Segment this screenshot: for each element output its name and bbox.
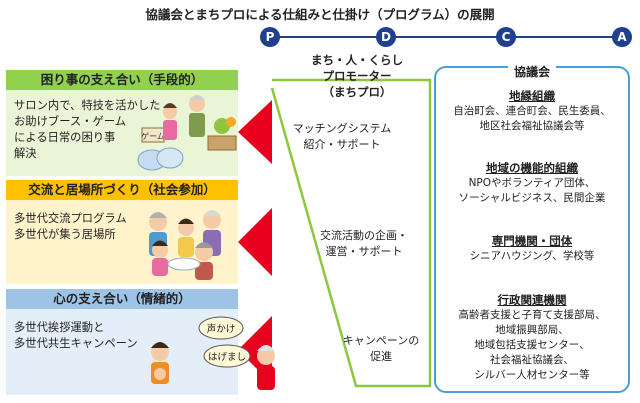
red-arrow-2 xyxy=(238,208,272,276)
illustration-help-booth: ゲーム xyxy=(137,95,237,171)
council-title: 協議会 xyxy=(434,63,630,80)
illustration-multigeneration-group xyxy=(149,210,221,280)
council-group-functional-text: NPOやボランティア団体、 ソーシャルビジネス、民間企業 xyxy=(458,177,606,204)
band-emotional-text: 多世代挨拶運動と 多世代共生キャンペーン xyxy=(14,321,138,350)
promoter-title: まち・人・くらし プロモーター （まちプロ） xyxy=(311,53,403,99)
bubble-encourage-label: はげまし xyxy=(208,352,246,363)
promoter-role-matching: マッチングシステム 紹介・サポート xyxy=(292,122,392,151)
band-emotional-body xyxy=(6,309,238,395)
council-group-specialist-text: シニアハウジング、学校等 xyxy=(469,250,595,262)
illustration-greeting: 声かけ はげまし xyxy=(151,316,275,390)
council-group-functional-heading: 地域の機能的組織 xyxy=(486,161,578,175)
pdca-timeline xyxy=(270,36,622,38)
band-emotional-heading: 心の支え合い（情緒的） xyxy=(6,289,238,309)
pdca-a-marker: A xyxy=(612,27,632,47)
band-mutual-help-heading: 困り事の支え合い（手段的） xyxy=(6,70,238,90)
bubble-greeting-label: 声かけ xyxy=(207,323,236,335)
promoter-bracket xyxy=(270,78,432,388)
promoter-role-campaign: キャンペーンの 促進 xyxy=(342,334,420,363)
pdca-d-marker: D xyxy=(376,27,396,47)
pdca-c-marker: C xyxy=(496,27,516,47)
council-group-community-text: 自治町会、連合町会、民生委員、 地区社会福祉協議会等 xyxy=(453,105,611,132)
council-group-specialist-heading: 専門機関・団体 xyxy=(491,234,573,248)
booth-sign-label: ゲーム xyxy=(141,131,165,141)
diagram-title: 協議会とまちプロによる仕組みと仕掛け（プログラム）の展開 xyxy=(145,7,495,22)
promoter-role-exchange: 交流活動の企画・ 運営・サポート xyxy=(320,229,408,258)
band-mutual-help-text: サロン内で、特技を活かした お助けブース・ゲーム による日常の困り事 解決 xyxy=(14,99,161,160)
pdca-p-marker: P xyxy=(260,27,280,47)
council-group-government-text: 高齢者支援と子育て支援部局、 地域振興部局、 地域包括支援センター、 社会福祉協… xyxy=(458,309,606,381)
band-exchange-text: 多世代交流プログラム 多世代が集う居場所 xyxy=(14,212,127,241)
council-group-community-heading: 地縁組織 xyxy=(509,89,555,103)
band-exchange-heading: 交流と居場所づくり（社会参加） xyxy=(6,180,238,200)
red-arrow-1 xyxy=(238,100,272,164)
council-group-government-heading: 行政関連機関 xyxy=(497,293,567,307)
